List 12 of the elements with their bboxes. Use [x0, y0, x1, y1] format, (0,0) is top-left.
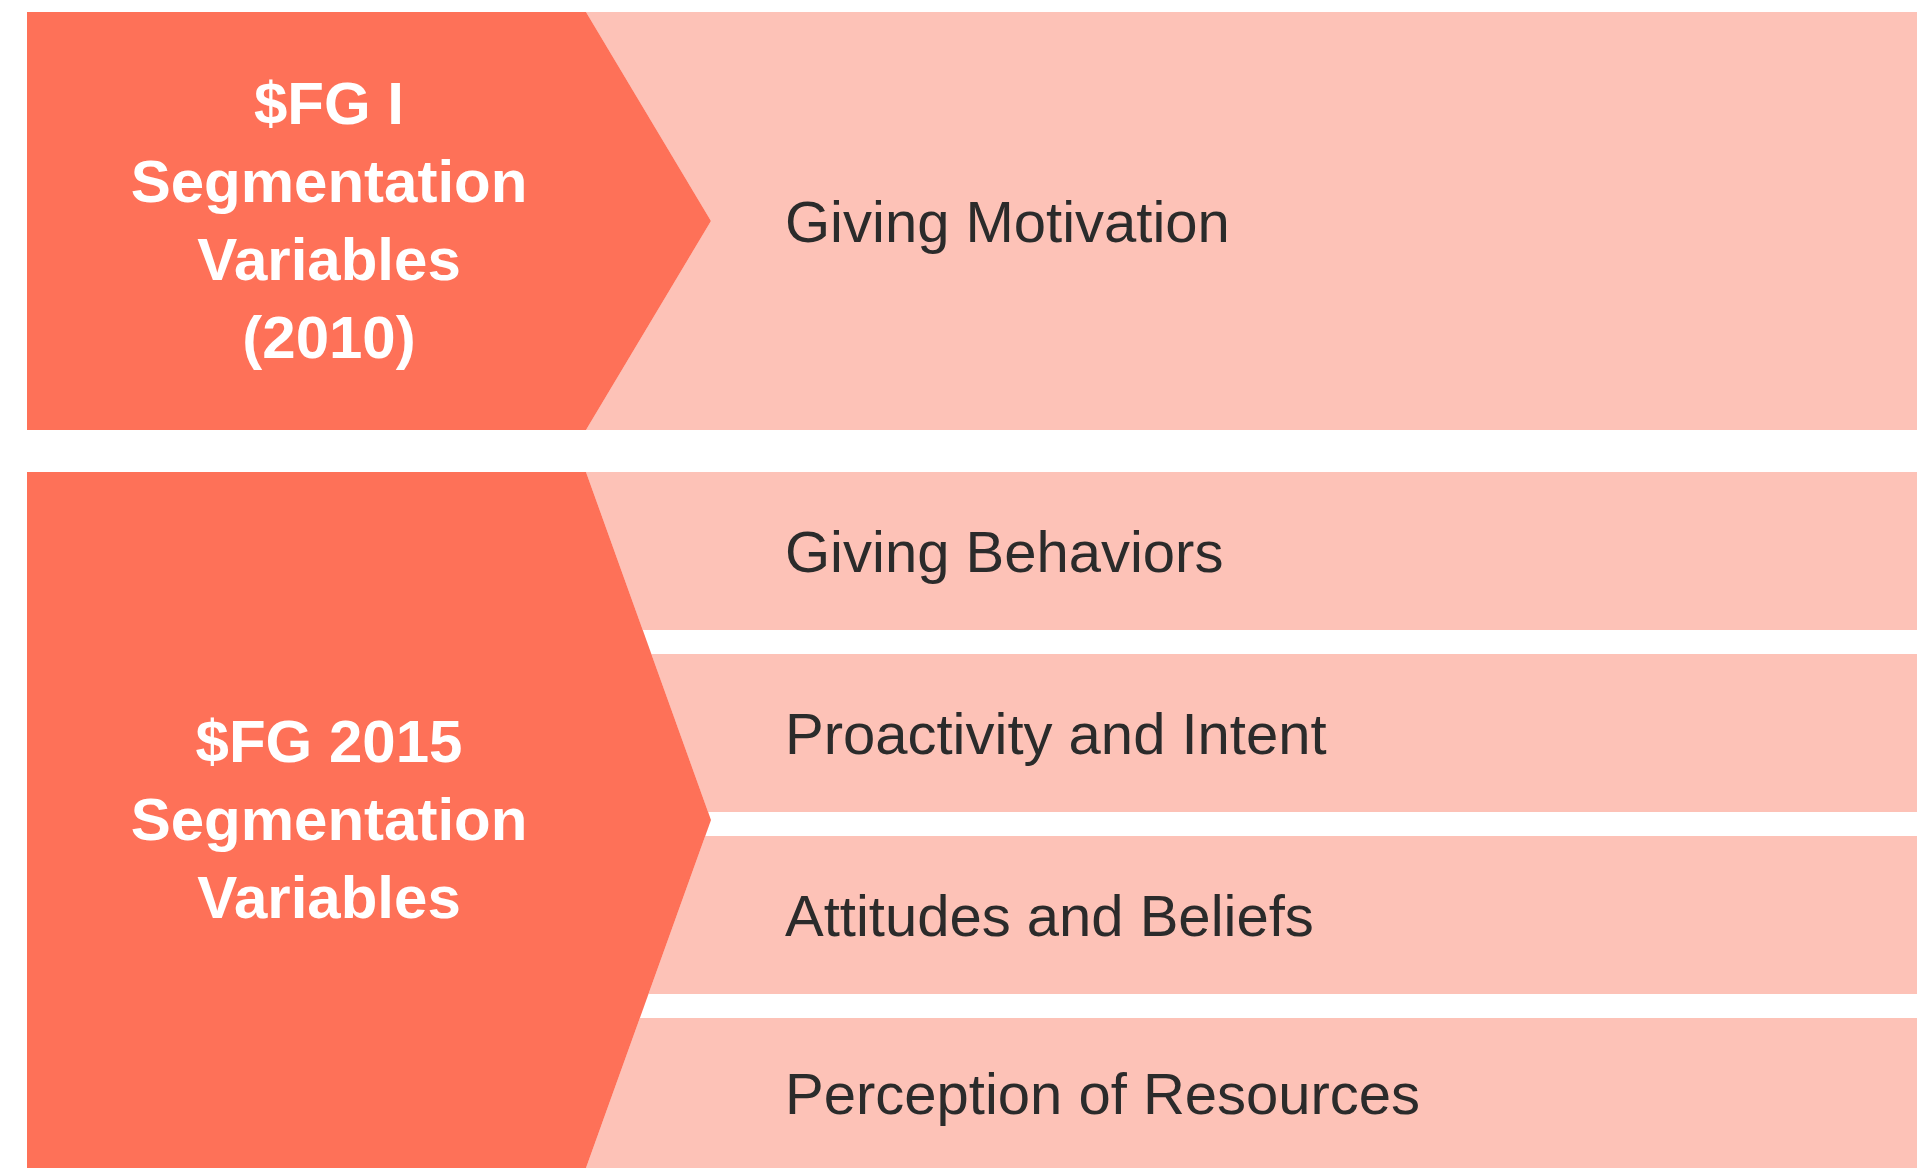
variable-band — [586, 472, 1917, 630]
variable-label: Giving Behaviors — [785, 517, 1224, 585]
chevron-heading: $FG 2015 Segmentation Variables — [129, 707, 529, 933]
variable-band — [586, 12, 1917, 430]
variable-band — [586, 1018, 1917, 1168]
variable-label: Attitudes and Beliefs — [785, 881, 1314, 949]
variable-band — [648, 836, 1917, 994]
variable-label: Perception of Resources — [785, 1059, 1421, 1127]
variable-band — [651, 654, 1917, 812]
variable-label: Giving Motivation — [785, 187, 1230, 255]
chevron-heading: $FG I Segmentation Variables (2010) — [129, 69, 529, 373]
variable-label: Proactivity and Intent — [785, 699, 1327, 767]
